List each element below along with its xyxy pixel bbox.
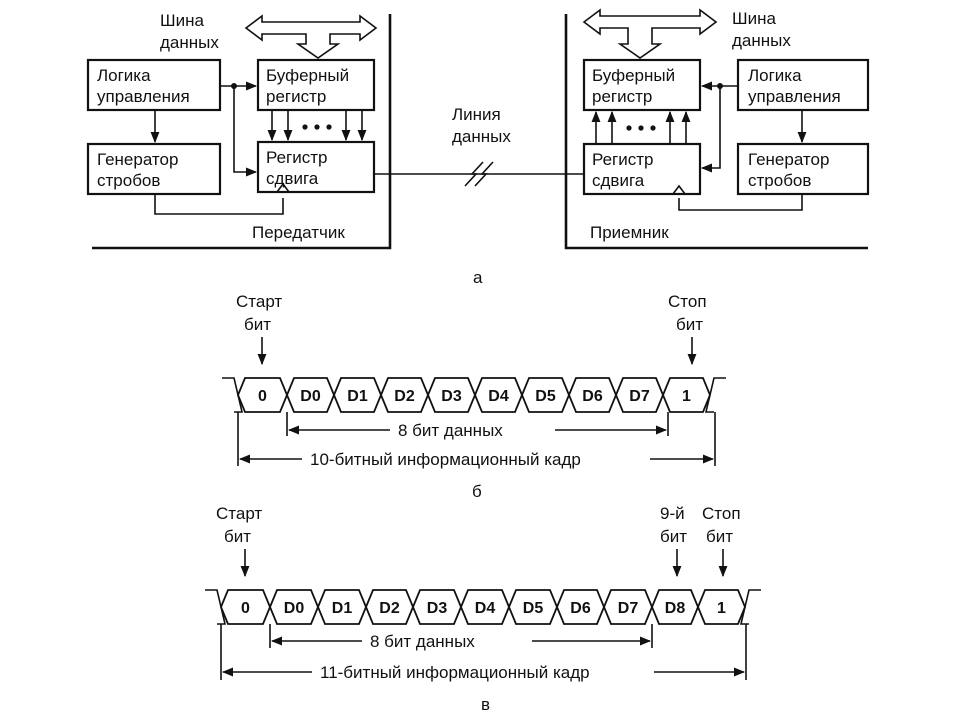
rx-shift-register-label-1: Регистр: [592, 150, 653, 169]
rx-bus-label-1: Шина: [732, 9, 776, 28]
diagram_v-bit-label: D8: [665, 600, 686, 617]
diagram_v-idle-tail: [739, 589, 761, 625]
rx-control-logic-label-1: Логика: [748, 66, 802, 85]
rx-control-logic-box: [736, 58, 870, 112]
rx-buffer-register-label-1: Буферный: [592, 66, 675, 85]
b-stop-label-1: Стоп: [668, 292, 707, 311]
diagram_b-bit-label: D5: [535, 388, 556, 405]
rx-buffer-register-box: [582, 58, 702, 112]
tx-ellipsis-dot: [314, 124, 320, 130]
v-ninth-label-2: бит: [660, 527, 687, 546]
diagram_v-bit-label: D6: [570, 600, 591, 617]
rx-strobe-generator-label-1: Генератор: [748, 150, 829, 169]
tx-bus-label-2: данных: [160, 33, 219, 52]
diagram_v-bit-label: D3: [427, 600, 448, 617]
tx-buffer-register-label-2: регистр: [266, 87, 326, 106]
tx-clock-triangle: [276, 182, 290, 193]
data-line-label-1: Линия: [452, 105, 501, 124]
transmitter-label: Передатчик: [252, 223, 345, 242]
receiver-block: Шина данных Буферный регистр Логика упра…: [564, 8, 870, 250]
line-break-mark: [464, 161, 484, 187]
diagram_v-bit-label: D7: [618, 600, 639, 617]
b-start-label-1: Старт: [236, 292, 282, 311]
diagram_b-bit-label: D0: [300, 388, 321, 405]
rx-control-logic-label-2: управления: [748, 87, 841, 106]
diagram_v-bit-label: 0: [241, 600, 250, 617]
tx-strobe-generator-label-1: Генератор: [97, 150, 178, 169]
transmitter-block: Шина данных Логика управления Буферный р…: [86, 11, 392, 250]
v-ninth-label-1: 9-й: [660, 504, 685, 523]
tx-strobe-generator-box: [86, 142, 222, 196]
tx-data-bus-arrow: [244, 14, 378, 59]
rx-buffer-register-label-2: регистр: [592, 87, 652, 106]
tx-control-logic-box: [86, 58, 222, 112]
caption-a: а: [473, 268, 483, 287]
b-data-span-label: 8 бит данных: [398, 421, 503, 440]
rx-data-bus-arrow: [582, 8, 718, 59]
diagram_v-bit-label: 1: [717, 600, 726, 617]
tx-control-logic-label-2: управления: [97, 87, 190, 106]
frame-10bit: Старт бит Стоп бит 0 D0 D1 D2 D3 D4 D5 D6 D7 1 8 …: [222, 292, 726, 501]
v-stop-label-1: Стоп: [702, 504, 741, 523]
tx-buffer-register-box: [256, 58, 376, 112]
tx-shift-register-label-1: Регистр: [266, 148, 327, 167]
transmitter-boundary: [92, 14, 392, 250]
line-break-mark: [474, 161, 494, 187]
b-stop-label-2: бит: [676, 315, 703, 334]
diagram_v-bit-label: D0: [284, 600, 305, 617]
rx-logic-to-shift-arrow: [700, 86, 721, 173]
v-start-label-1: Старт: [216, 504, 262, 523]
tx-control-logic-label-1: Логика: [97, 66, 151, 85]
diagram_v-bit-label: D1: [332, 600, 353, 617]
rx-ellipsis-dot: [638, 125, 644, 131]
diagram_b-bit-label: D3: [441, 388, 462, 405]
rx-shift-register-label-2: сдвига: [592, 171, 645, 190]
diagram_v-bit-label: D2: [379, 600, 400, 617]
b-frame-span-label: 10-битный информационный кадр: [310, 450, 581, 469]
v-data-span-label: 8 бит данных: [370, 632, 475, 651]
tx-ellipsis-dot: [326, 124, 332, 130]
rx-clock-triangle: [672, 184, 686, 195]
caption-v: в: [481, 695, 490, 714]
diagram_b-bit-label: D6: [582, 388, 603, 405]
rx-ellipsis-dot: [626, 125, 632, 131]
tx-strobe-clock-line: [154, 194, 284, 215]
rx-strobe-generator-box: [736, 142, 870, 196]
frame-11bit: Старт бит 9-й бит Стоп бит 0 D0 D1 D2 D3 D4 D5…: [205, 504, 761, 714]
tx-ellipsis-dot: [302, 124, 308, 130]
tx-bus-label-1: Шина: [160, 11, 204, 30]
diagram_b-idle-tail: [704, 377, 726, 413]
receiver-boundary: [564, 14, 868, 250]
receiver-label: Приемник: [590, 223, 669, 242]
diagram_b-bit-label: 0: [258, 388, 267, 405]
diagram_b-bit-label: D1: [347, 388, 368, 405]
rx-strobe-clock-line: [678, 194, 803, 211]
tx-shift-register-label-2: сдвига: [266, 169, 319, 188]
rx-bus-label-2: данных: [732, 31, 791, 50]
v-stop-label-2: бит: [706, 527, 733, 546]
tx-logic-to-shift-arrow: [233, 86, 258, 177]
data-line-label-2: данных: [452, 127, 511, 146]
caption-b: б: [472, 482, 482, 501]
diagram_v-bit-label: D4: [475, 600, 496, 617]
diagram_b-bit-label: D2: [394, 388, 415, 405]
b-start-label-2: бит: [244, 315, 271, 334]
v-frame-span-label: 11-битный информационный кадр: [320, 663, 590, 682]
diagram_b-bit-label: D4: [488, 388, 509, 405]
diagram_b-bit-label: 1: [682, 388, 691, 405]
rx-strobe-generator-label-2: стробов: [748, 171, 811, 190]
diagram_v-bit-label: D5: [523, 600, 544, 617]
tx-shift-register-box: [256, 140, 376, 194]
rx-ellipsis-dot: [650, 125, 656, 131]
diagram_b-bit-label: D7: [629, 388, 650, 405]
tx-strobe-generator-label-2: стробов: [97, 171, 160, 190]
data-line: Линия данных: [374, 105, 584, 187]
v-start-label-2: бит: [224, 527, 251, 546]
tx-buffer-register-label-1: Буферный: [266, 66, 349, 85]
rx-shift-register-box: [582, 142, 702, 196]
